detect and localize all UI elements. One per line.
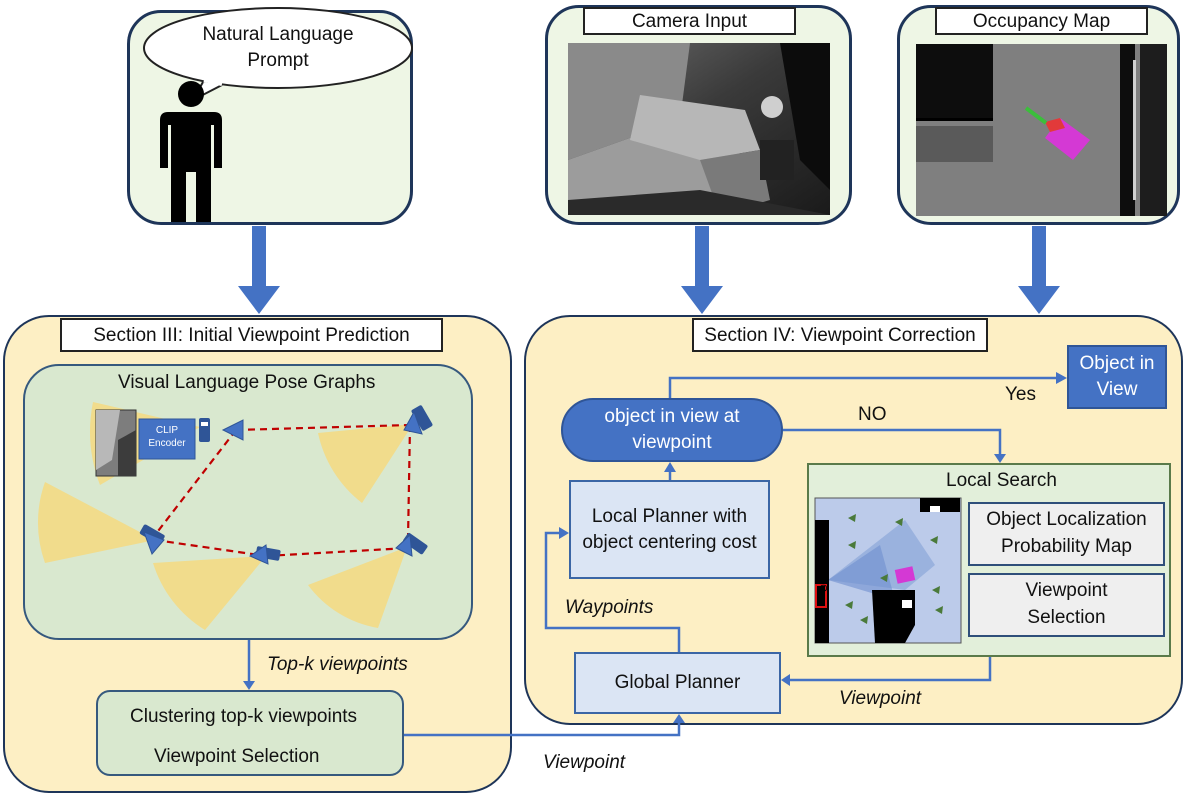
object-in-view-label: Object in View [1079, 353, 1155, 400]
no-label: NO [858, 404, 887, 425]
global-planner-label: Global Planner [614, 672, 741, 694]
section-iii-title: Section III: Initial Viewpoint Predictio… [60, 318, 443, 352]
olpm-box: Object Localization Probability Map [968, 502, 1165, 566]
decision-label: object in view at viewpoint [604, 406, 740, 453]
clustering-line1: Clustering top-k viewpoints [130, 706, 358, 727]
viewpoint-back-label: Viewpoint [839, 688, 922, 709]
local-search-title: Local Search [946, 470, 1057, 491]
yes-label: Yes [1005, 384, 1036, 405]
viewpoint-selection-box: Viewpoint Selection [968, 573, 1165, 637]
waypoints-label: Waypoints [565, 597, 654, 618]
global-planner-box: Global Planner [574, 652, 781, 714]
prompt-bubble-text: Natural Language Prompt [202, 24, 354, 71]
camera-panel [545, 5, 852, 225]
viewpoint-selection-label: Viewpoint Selection [1025, 580, 1108, 628]
occupancy-map-title: Occupancy Map [935, 7, 1148, 35]
local-planner-label: Local Planner with object centering cost [582, 505, 757, 553]
clustering-box [96, 690, 404, 776]
decision-node: object in view at viewpoint [561, 398, 783, 462]
topk-label: Top-k viewpoints [267, 654, 408, 675]
pose-graph-panel [23, 364, 473, 640]
olpm-label: Object Localization Probability Map [986, 509, 1147, 557]
clustering-line2: Viewpoint Selection [154, 746, 320, 767]
clip-encoder-label: CLIP Encoder [148, 425, 186, 449]
pose-graph-title: Visual Language Pose Graphs [118, 372, 376, 393]
object-in-view-box: Object in View [1067, 345, 1167, 409]
local-planner-box: Local Planner with object centering cost [569, 480, 770, 579]
viewpoint-out-label: Viewpoint [543, 752, 626, 773]
occupancy-panel [897, 5, 1180, 225]
camera-input-title: Camera Input [583, 7, 796, 35]
section-iv-title: Section IV: Viewpoint Correction [692, 318, 988, 352]
oven-label: Oven [819, 568, 830, 592]
